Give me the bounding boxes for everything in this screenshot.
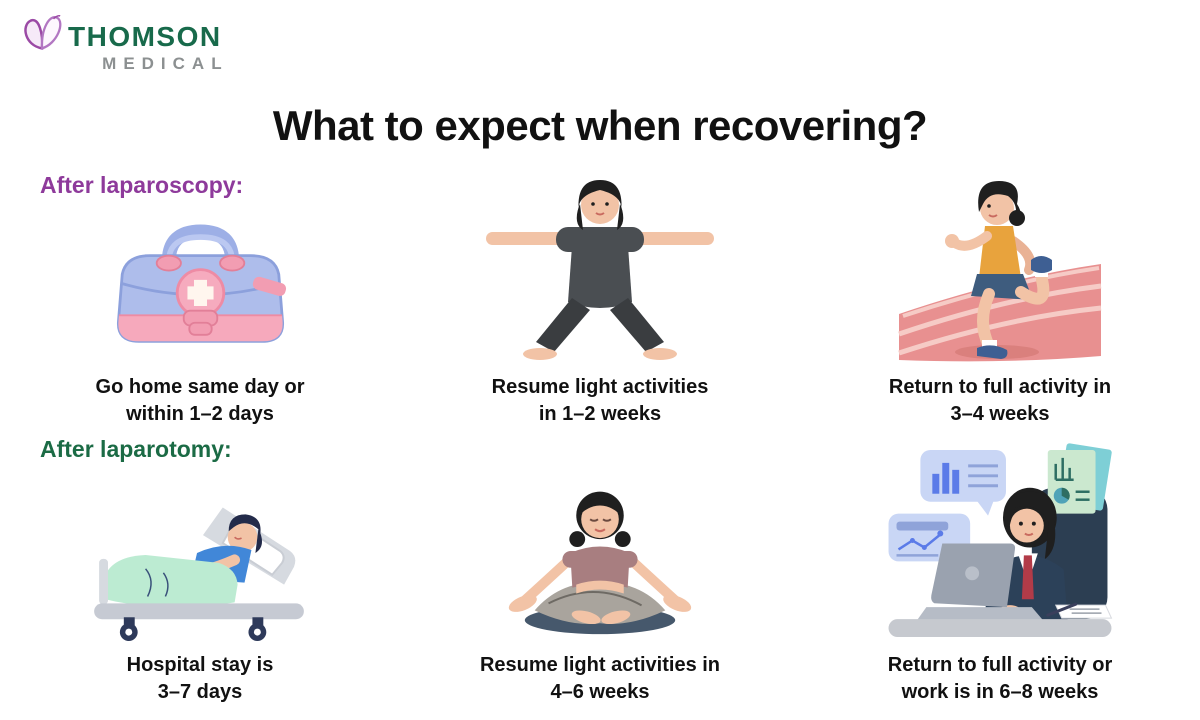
office-worker-icon [888, 443, 1113, 638]
hospital-bed-icon [94, 507, 304, 642]
meditation-person-icon [508, 491, 692, 635]
laparotomy-figures-row: Hospital stay is 3–7 days [0, 430, 1200, 706]
running-on-track-illustration [885, 166, 1115, 364]
section-label-laparotomy: After laparotomy: [40, 436, 232, 462]
butterfly-icon [24, 14, 62, 50]
section-label-laparoscopy: After laparoscopy: [40, 172, 244, 198]
hospital-bed-illustration [86, 430, 314, 642]
logo-name: THOMSON [68, 21, 222, 52]
caption-full-activity-1: Return to full activity in 3–4 weeks [888, 376, 1112, 425]
section-laparoscopy: After laparoscopy: [0, 166, 1200, 428]
runner-icon [898, 181, 1102, 362]
first-aid-kit-icon [116, 224, 286, 343]
figure-full-activity-2: Return to full activity or work is in 6–… [800, 430, 1200, 706]
yoga-warrior-pose-illustration [480, 166, 720, 364]
caption-go-home: Go home same day or within 1–2 days [95, 376, 305, 425]
caption-light-activity-1: Resume light activities in 1–2 weeks [491, 376, 709, 425]
page-title: What to expect when recovering? [272, 102, 928, 149]
working-at-desk-illustration [879, 430, 1121, 642]
figure-light-activity-2: Resume light activities in 4–6 weeks [400, 430, 800, 706]
yoga-person-icon [486, 180, 714, 360]
caption-light-activity-2: Resume light activities in 4–6 weeks [479, 654, 721, 703]
figure-light-activity-1: Resume light activities in 1–2 weeks [400, 166, 800, 428]
logo-subname: MEDICAL [102, 54, 229, 74]
first-aid-kit-illustration [98, 166, 303, 364]
laparoscopy-figures-row: Go home same day or within 1–2 days [0, 166, 1200, 428]
logo-text: THOMSON MEDICAL [68, 22, 222, 74]
figure-hospital-stay: Hospital stay is 3–7 days [0, 430, 400, 706]
meditation-illustration [490, 430, 710, 642]
thomson-medical-logo: THOMSON MEDICAL [22, 12, 222, 74]
figure-go-home: Go home same day or within 1–2 days [0, 166, 400, 428]
caption-full-activity-2: Return to full activity or work is in 6–… [887, 654, 1113, 703]
caption-hospital-stay: Hospital stay is 3–7 days [126, 654, 274, 703]
figure-full-activity-1: Return to full activity in 3–4 weeks [800, 166, 1200, 428]
section-laparotomy: After laparotomy: [0, 430, 1200, 706]
